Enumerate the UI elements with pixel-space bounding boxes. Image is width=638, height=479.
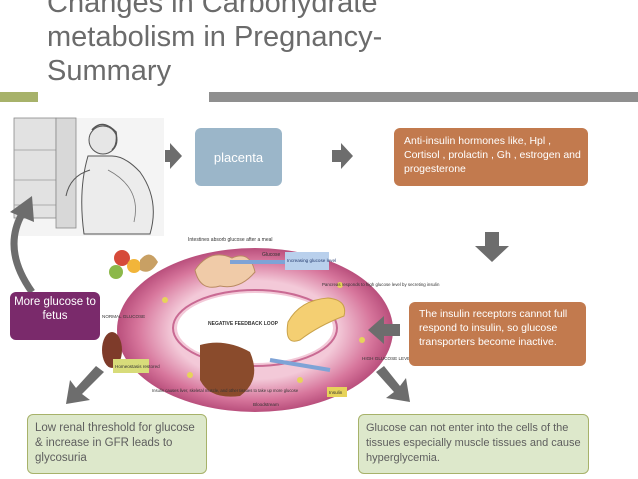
label-insulin-causes: Insulin causes liver, skeletal muscle, a… bbox=[152, 388, 299, 393]
label-intestines: Intestines absorb glucose after a meal bbox=[188, 237, 273, 243]
curved-arrow-head-icon bbox=[10, 196, 34, 222]
label-increasing: Increasing glucose level bbox=[287, 258, 336, 263]
arrow-right-icon bbox=[165, 143, 182, 169]
arrow-down-left-icon bbox=[66, 366, 104, 404]
slide-title: Changes in Carbohydrate metabolism in Pr… bbox=[47, 0, 383, 87]
anti-insulin-hormones-box: Anti-insulin hormones like, Hpl , Cortis… bbox=[394, 128, 588, 186]
label-glucose: Glucose bbox=[262, 252, 281, 258]
title-divider-bar bbox=[209, 92, 638, 102]
insulin-receptors-box: The insulin receptors cannot full respon… bbox=[409, 302, 586, 366]
pregnant-woman-illustration bbox=[13, 117, 164, 236]
arrow-down-icon bbox=[475, 232, 509, 262]
label-high: HIGH GLUCOSE LEVEL bbox=[362, 356, 413, 361]
label-pancreas: Pancreas responds to high glucose level … bbox=[322, 282, 440, 287]
hyperglycemia-box: Glucose can not enter into the cells of … bbox=[358, 414, 589, 474]
placenta-box: placenta bbox=[195, 128, 282, 186]
label-homeostasis: Homeostasis restored bbox=[115, 364, 160, 369]
label-insulin: Insulin bbox=[329, 390, 343, 395]
curved-arrow-icon bbox=[10, 212, 35, 295]
label-bloodstream: Bloodstream bbox=[253, 402, 279, 407]
label-normal: NORMAL GLUCOSE bbox=[102, 314, 145, 319]
arrow-left-icon bbox=[368, 316, 400, 344]
label-feedback: NEGATIVE FEEDBACK LOOP bbox=[208, 321, 279, 327]
arrow-right-icon bbox=[332, 143, 353, 169]
glucose-feedback-loop-illustration: Intestines absorb glucose after a meal G… bbox=[102, 237, 440, 412]
arrow-down-right-icon bbox=[376, 366, 410, 402]
renal-threshold-box: Low renal threshold for glucose & increa… bbox=[27, 414, 207, 474]
more-glucose-to-fetus-box: More glucose to fetus bbox=[10, 292, 100, 340]
title-accent-bar bbox=[0, 92, 38, 102]
